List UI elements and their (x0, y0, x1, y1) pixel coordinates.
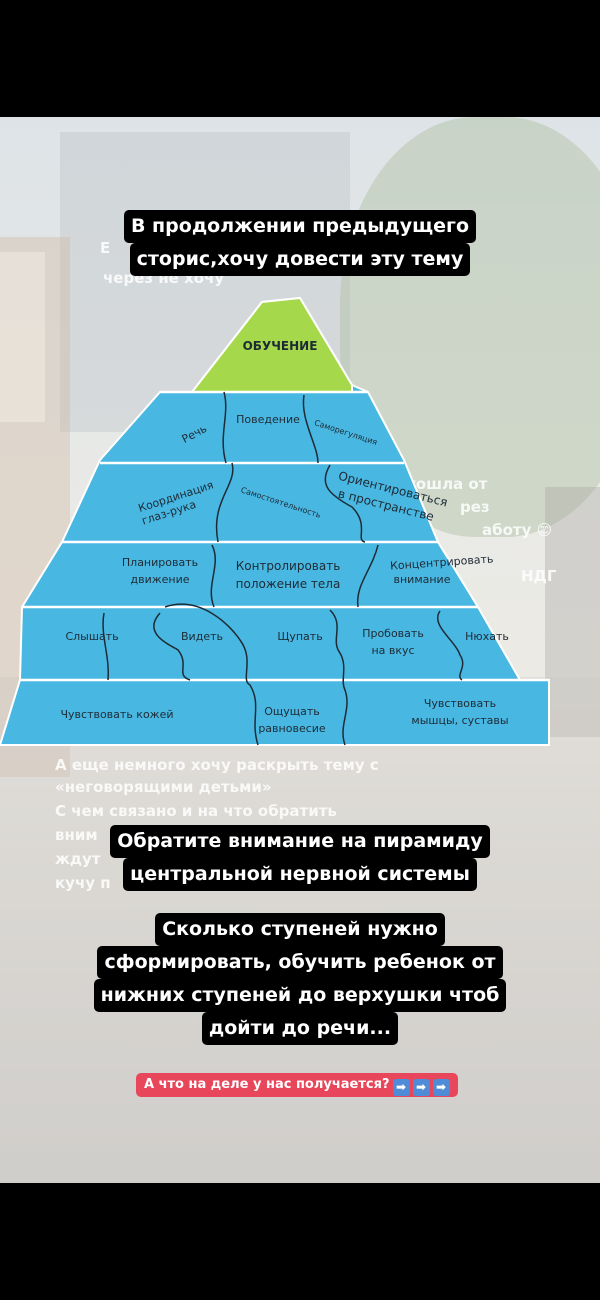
ghost-fragment: Е (100, 239, 111, 257)
caption-line: сторис,хочу довести эту тему (129, 243, 471, 276)
ghost-text-line: А еще немного хочу раскрыть тему с (55, 756, 379, 774)
pyramid-label-behavior: Поведение (236, 413, 300, 426)
pyramid-label-smell: Нюхать (465, 630, 509, 643)
pyramid-label-taste-2: на вкус (371, 644, 414, 657)
caption-line: дойти до речи... (201, 1012, 399, 1045)
pyramid-label-control-1: Контролировать (236, 559, 341, 573)
cell-dividers (102, 391, 464, 746)
caption-top: В продолжении предыдущего сторис,хочу до… (0, 210, 600, 276)
caption-middle: Обратите внимание на пирамиду центрально… (0, 825, 600, 891)
caption-line: нижних ступеней до верхушки чтоб (93, 979, 507, 1012)
pyramid-label-balance-2: равновесие (258, 722, 326, 735)
caption-line: Обратите внимание на пирамиду (110, 825, 490, 858)
right-arrow-icon: ➡ (432, 1079, 450, 1096)
pyramid-label-see: Видеть (181, 630, 223, 643)
ghost-text-line: вним (55, 826, 98, 844)
ghost-text-line: гошла от (408, 475, 488, 493)
ghost-text-line: С чем связано и на что обратить (55, 802, 337, 820)
ghost-text-line: НДГ (521, 567, 557, 585)
ghost-text-line: ждут (55, 850, 101, 868)
caption-bottom: Сколько ступеней нужно сформировать, обу… (0, 913, 600, 1045)
pyramid-label-learning: ОБУЧЕНИЕ (243, 339, 318, 353)
cta-text: А что на деле у нас получается? (144, 1077, 390, 1092)
pyramid-label-muscles-1: Чувствовать (424, 697, 496, 710)
pyramid-label-plan-2: движение (130, 573, 189, 586)
ghost-text-line: рез (460, 498, 490, 516)
pyramid-label-focus-2: внимание (394, 573, 451, 586)
right-arrow-icon: ➡ (412, 1079, 430, 1096)
pyramid-label-plan-1: Планировать (122, 556, 198, 569)
caption-line: Сколько ступеней нужно (155, 913, 445, 946)
pyramid-label-skin: Чувствовать кожей (60, 708, 173, 721)
cta-sticker: А что на деле у нас получается?➡➡➡ (136, 1073, 458, 1097)
right-arrow-icon: ➡ (392, 1079, 410, 1096)
ghost-text-line: аботу 😊 (482, 521, 553, 539)
ghost-text-line: «неговорящими детьми» (55, 778, 272, 796)
pyramid-label-muscles-2: мышцы, суставы (411, 714, 508, 727)
pyramid-label-taste-1: Пробовать (362, 627, 424, 640)
ghost-text-line: кучу п (55, 874, 111, 892)
caption-line: В продолжении предыдущего (123, 210, 477, 243)
background-sign (0, 252, 45, 422)
caption-line: центральной нервной системы (123, 858, 477, 891)
background-person (545, 487, 600, 737)
pyramid-label-control-2: положение тела (236, 577, 341, 591)
pyramid-label-balance-1: Ощущать (264, 705, 320, 718)
caption-line: сформировать, обучить ребенок от (97, 946, 503, 979)
cns-pyramid-image: ОБУЧЕНИЕ Речь Поведение Саморегуляция Ко… (0, 296, 550, 746)
pyramid-label-hear: Слышать (65, 630, 118, 643)
pyramid-label-touch: Щупать (277, 630, 322, 643)
